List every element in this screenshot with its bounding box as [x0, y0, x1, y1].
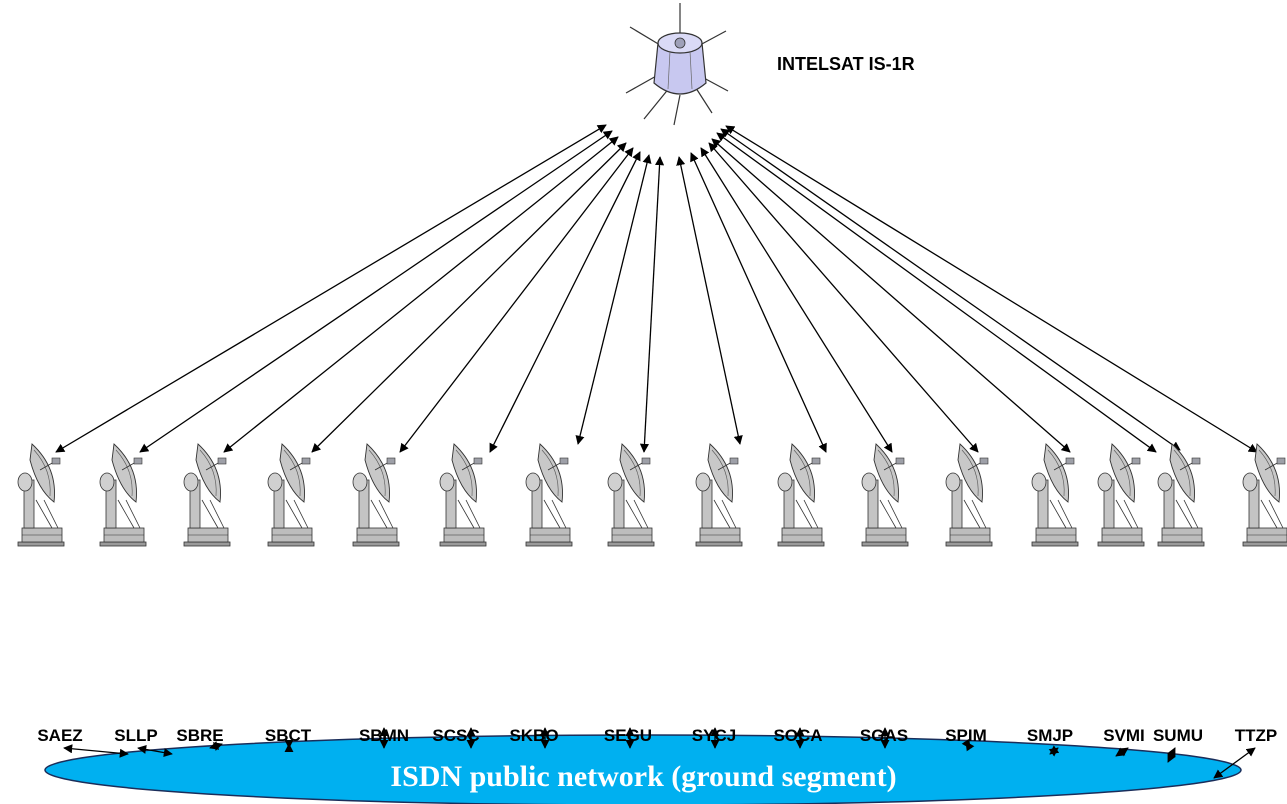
- dish-antenna-icon: [525, 443, 573, 547]
- satellite-link-sgas: [700, 147, 893, 453]
- station-label-saez: SAEZ: [37, 726, 83, 745]
- satellite-link-spim: [708, 142, 979, 453]
- network-link-smjp: [1048, 745, 1060, 757]
- dish-antenna-icon: [945, 443, 993, 547]
- satellite-link-sbre: [223, 136, 619, 453]
- satellite-link-ttzp: [725, 125, 1258, 453]
- dish-antenna-icon: [777, 443, 825, 547]
- satellite-links: [55, 124, 1258, 453]
- network-link-sbre: [209, 741, 223, 751]
- satellite-link-sycj: [676, 156, 743, 445]
- station-label-svmi: SVMI: [1103, 726, 1145, 745]
- station-label-ttzp: TTZP: [1234, 726, 1278, 745]
- satellite-link-sbct: [311, 142, 627, 453]
- station-label-sbre: SBRE: [176, 726, 224, 745]
- network-label: ISDN public network (ground segment): [390, 760, 897, 793]
- dish-antenna-icon: [607, 443, 655, 547]
- dish-antenna-icon: [1157, 443, 1205, 547]
- dish-antenna-icon: [183, 443, 231, 547]
- station-label-sycj: SYCJ: [691, 726, 737, 745]
- network-link-svmi: [1115, 747, 1129, 757]
- dish-antenna-icon: [99, 443, 147, 547]
- dish-antenna-icon: [1097, 443, 1145, 547]
- dish-antenna-icon: [1242, 443, 1287, 547]
- station-label-soca: SOCA: [773, 726, 823, 745]
- station-label-segu: SEGU: [603, 726, 653, 745]
- station-label-sumu: SUMU: [1152, 726, 1204, 745]
- network-link-sllp: [137, 744, 173, 758]
- satellite-link-smjp: [711, 138, 1071, 453]
- station-label-sbmn: SBMN: [358, 726, 410, 745]
- ground-stations: [17, 443, 1287, 547]
- satellite-label: INTELSAT IS-1R: [777, 54, 915, 74]
- satellite-link-segu: [639, 156, 665, 453]
- station-label-skbo: SKBO: [509, 726, 559, 745]
- dish-antenna-icon: [439, 443, 487, 547]
- dish-antenna-icon: [1031, 443, 1079, 547]
- satellite-link-sllp: [139, 130, 613, 453]
- station-label-sgas: SGAS: [859, 726, 909, 745]
- satellite-link-saez: [55, 124, 607, 453]
- satellite-icon: [625, 3, 729, 126]
- dish-antenna-icon: [695, 443, 743, 547]
- dish-antenna-icon: [17, 443, 65, 547]
- station-label-sbct: SBCT: [264, 726, 312, 745]
- station-label-spim: SPIM: [945, 726, 987, 745]
- dish-antenna-icon: [861, 443, 909, 547]
- network-link-saez: [63, 744, 129, 758]
- satellite-link-sbmn: [399, 147, 634, 453]
- network-link-sumu: [1167, 747, 1176, 763]
- network-link-spim: [961, 738, 975, 752]
- dish-antenna-icon: [267, 443, 315, 547]
- dish-antenna-icon: [352, 443, 400, 547]
- network-link-ttzp: [1213, 747, 1256, 779]
- network-links: [63, 727, 1256, 779]
- station-label-scsc: SCSC: [432, 726, 480, 745]
- satellite-link-scsc: [489, 151, 641, 453]
- station-label-sllp: SLLP: [114, 726, 158, 745]
- satellite-link-skbo: [575, 154, 652, 445]
- station-label-smjp: SMJP: [1026, 726, 1074, 745]
